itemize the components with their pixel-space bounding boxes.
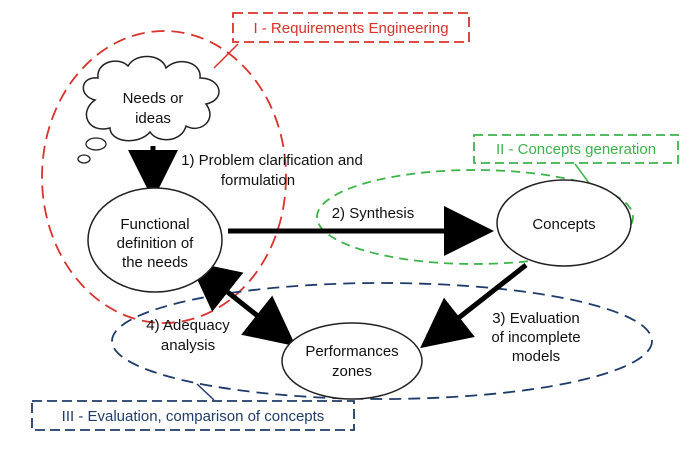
step-3-label-line3: models [512, 348, 560, 365]
step-2-label: 2) Synthesis [332, 205, 415, 222]
evaluation-region [111, 282, 653, 400]
performance-zones-node: Performances zones [281, 322, 423, 400]
performance-label-1: Performances [305, 343, 398, 360]
needs-ideas-label-1: Needs or [123, 90, 184, 107]
step-3-label-line2: of incomplete [491, 329, 580, 346]
functional-label-3: the needs [122, 254, 188, 271]
concepts-generation-phase-text: II - Concepts generation [496, 141, 656, 158]
requirements-region [41, 30, 287, 324]
functional-label-1: Functional [120, 216, 189, 233]
arrow-adequacy [188, 261, 296, 347]
evaluation-phase-text: III - Evaluation, comparison of concepts [62, 408, 325, 425]
functional-label-2: definition of [117, 235, 195, 252]
arrow-evaluation [420, 263, 528, 349]
step-4-label-line1: 4) Adequacy [146, 317, 230, 334]
step-3-label-line1: 3) Evaluation [492, 310, 580, 327]
concepts-generation-phase-label: II - Concepts generation [473, 134, 679, 188]
concepts-label: Concepts [532, 216, 595, 233]
step-1-label-line2: formulation [221, 172, 295, 189]
step-4-label-line2: analysis [161, 337, 215, 354]
functional-definition-node: Functional definition of the needs [87, 187, 223, 293]
needs-ideas-cloud: Needs or ideas [77, 55, 220, 164]
needs-ideas-label-2: ideas [135, 110, 171, 127]
step-1-label-line1: 1) Problem clarification and [181, 152, 363, 169]
performance-label-2: zones [332, 363, 372, 380]
evaluation-phase-label: III - Evaluation, comparison of concepts [31, 383, 355, 431]
concepts-node: Concepts [496, 179, 632, 267]
requirements-phase-text: I - Requirements Engineering [253, 20, 448, 37]
requirements-phase-label: I - Requirements Engineering [213, 12, 470, 69]
concepts-generation-region [316, 169, 634, 265]
